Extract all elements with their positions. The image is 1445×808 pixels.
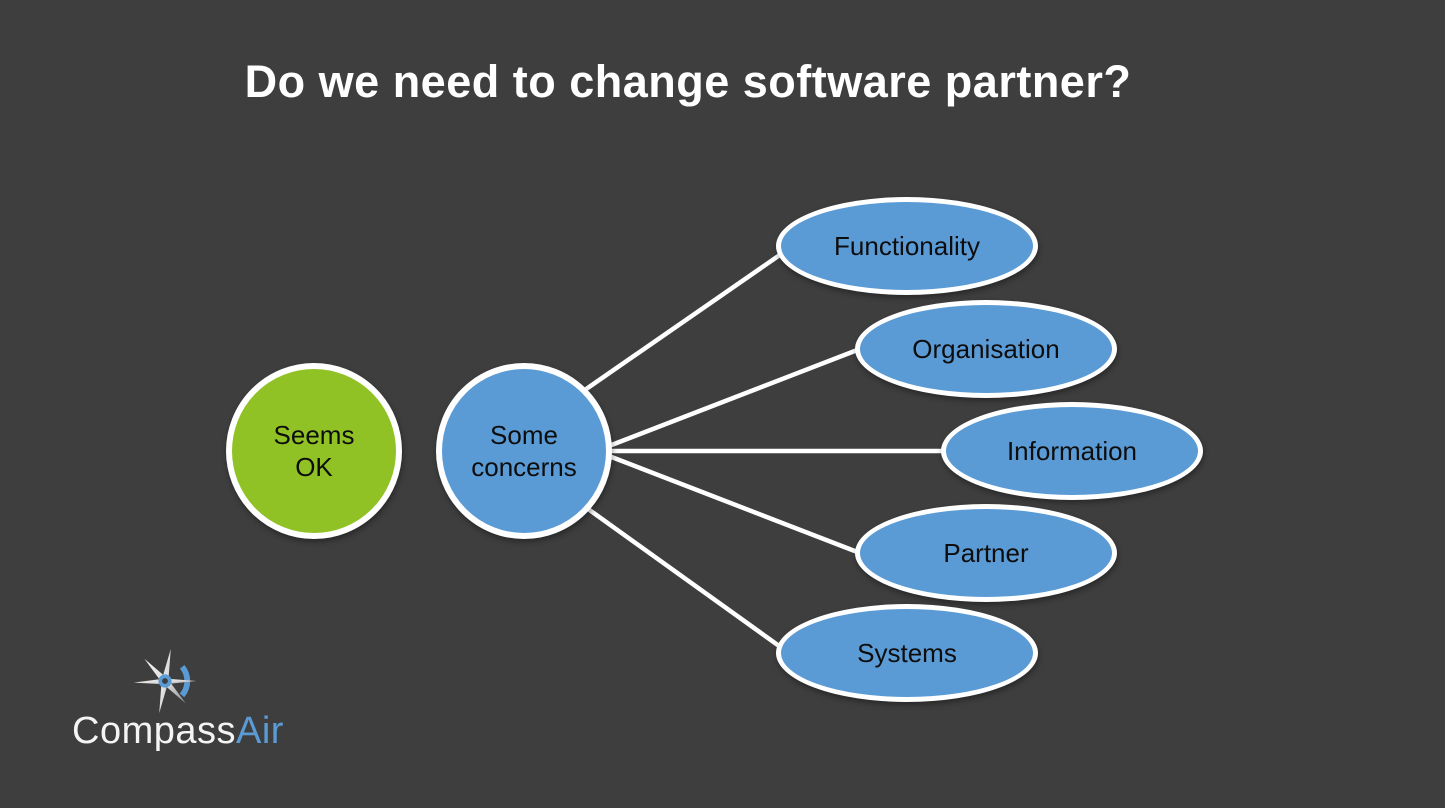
node-functionality-label: Functionality [834, 230, 980, 261]
node-systems: Systems [776, 604, 1038, 702]
connector-systems [567, 493, 803, 664]
connector-partner [593, 448, 881, 563]
connector-organisation [593, 339, 881, 454]
slide-title: Do we need to change software partner? [244, 56, 1132, 107]
connector-functionality [563, 238, 803, 406]
compass-rose-icon [133, 648, 197, 714]
node-functionality: Functionality [776, 197, 1038, 295]
node-seems-ok-label: Seems OK [273, 419, 355, 483]
node-partner: Partner [855, 504, 1117, 602]
node-some-concerns: Some concerns [436, 363, 612, 539]
logo-wordmark: CompassAir [72, 710, 284, 753]
node-information: Information [941, 402, 1203, 500]
node-some-concerns-label: Some concerns [471, 419, 577, 483]
node-systems-label: Systems [857, 637, 957, 668]
node-organisation-label: Organisation [912, 333, 1060, 364]
node-partner-label: Partner [943, 537, 1029, 568]
logo-text-compass: Compass [72, 710, 236, 752]
logo-text-air: Air [236, 710, 284, 752]
node-organisation: Organisation [855, 300, 1117, 398]
node-seems-ok: Seems OK [226, 363, 402, 539]
node-information-label: Information [1006, 435, 1138, 466]
